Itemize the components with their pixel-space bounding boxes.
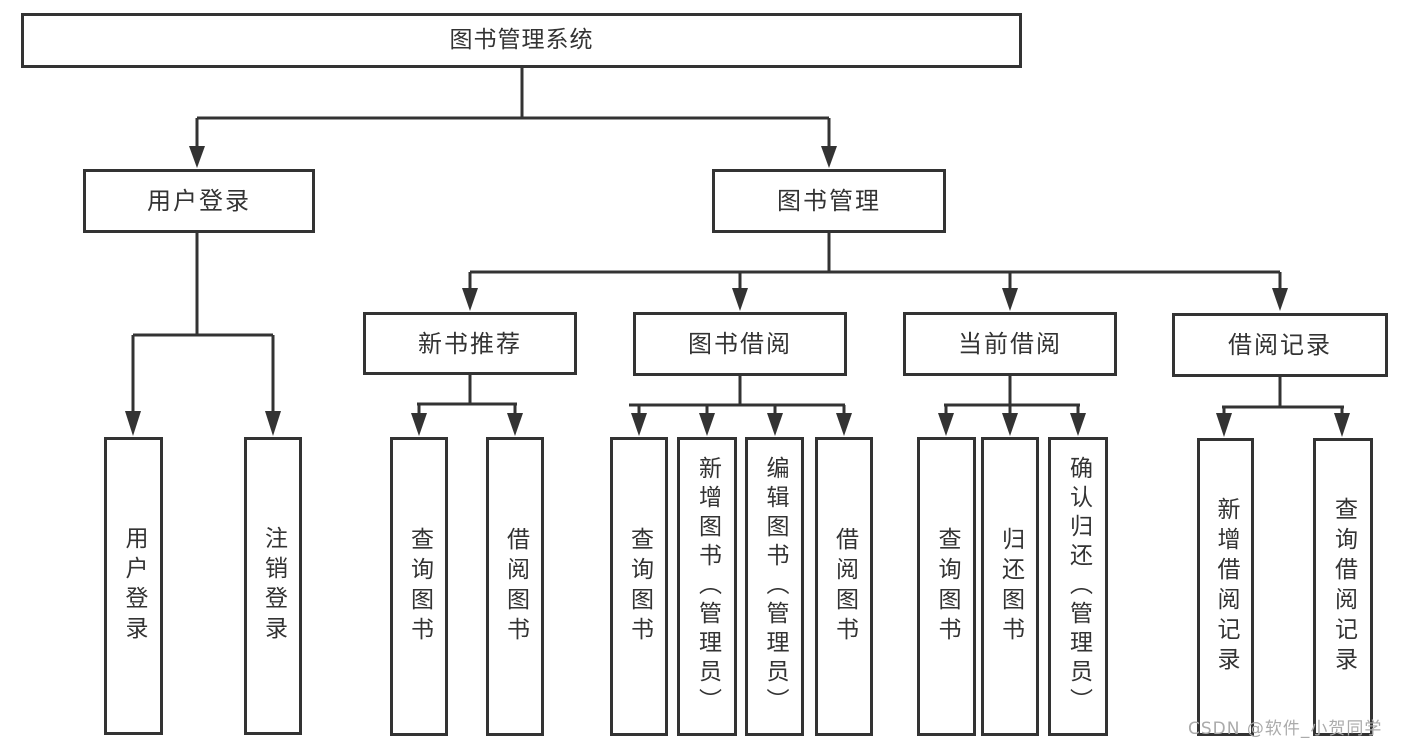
node-book-management: 图书管理 bbox=[712, 169, 946, 233]
node-current-borrow: 当前借阅 bbox=[903, 312, 1117, 376]
node-new-book-recommend: 新书推荐 bbox=[363, 312, 577, 375]
leaf-query-books-current: 查询图书 bbox=[917, 437, 976, 736]
arrowheads-root-to-level2 bbox=[189, 146, 837, 168]
leaf-user-login: 用户登录 bbox=[104, 437, 163, 735]
connector-borrow-records-children bbox=[1222, 377, 1344, 414]
connector-user-login-children bbox=[131, 233, 275, 412]
leaf-add-books-admin: 新增图书（管理员） bbox=[677, 437, 737, 736]
node-root-library-management-system: 图书管理系统 bbox=[21, 13, 1022, 68]
arrowheads-current-borrow-children bbox=[938, 413, 1086, 436]
arrowheads-book-borrow-children bbox=[631, 413, 852, 436]
node-user-login: 用户登录 bbox=[83, 169, 315, 233]
leaf-borrow-books: 借阅图书 bbox=[815, 437, 873, 736]
connector-book-management-children bbox=[468, 233, 1282, 289]
connector-new-book-children bbox=[417, 375, 517, 414]
leaf-add-borrow-record: 新增借阅记录 bbox=[1197, 438, 1254, 736]
leaf-query-books-borrow: 查询图书 bbox=[610, 437, 668, 736]
node-borrow-records: 借阅记录 bbox=[1172, 313, 1388, 377]
leaf-return-books: 归还图书 bbox=[981, 437, 1039, 736]
connector-root-to-level2 bbox=[195, 68, 831, 147]
arrowheads-borrow-records-children bbox=[1216, 413, 1350, 437]
arrowheads-new-book-children bbox=[411, 413, 523, 436]
arrowheads-book-management-children bbox=[462, 288, 1288, 311]
connector-book-borrow-children bbox=[629, 376, 846, 414]
leaf-logout: 注销登录 bbox=[244, 437, 302, 735]
leaf-confirm-return-admin: 确认归还（管理员） bbox=[1048, 437, 1108, 736]
node-book-borrow: 图书借阅 bbox=[633, 312, 847, 376]
leaf-borrow-books-recommend: 借阅图书 bbox=[486, 437, 544, 736]
leaf-query-books-recommend: 查询图书 bbox=[390, 437, 448, 736]
arrowheads-user-login-children bbox=[125, 411, 281, 436]
csdn-watermark: CSDN @软件_小贺同学 bbox=[1188, 719, 1383, 739]
connector-current-borrow-children bbox=[944, 376, 1080, 414]
leaf-edit-books-admin: 编辑图书（管理员） bbox=[745, 437, 804, 736]
leaf-query-borrow-record: 查询借阅记录 bbox=[1313, 438, 1373, 736]
